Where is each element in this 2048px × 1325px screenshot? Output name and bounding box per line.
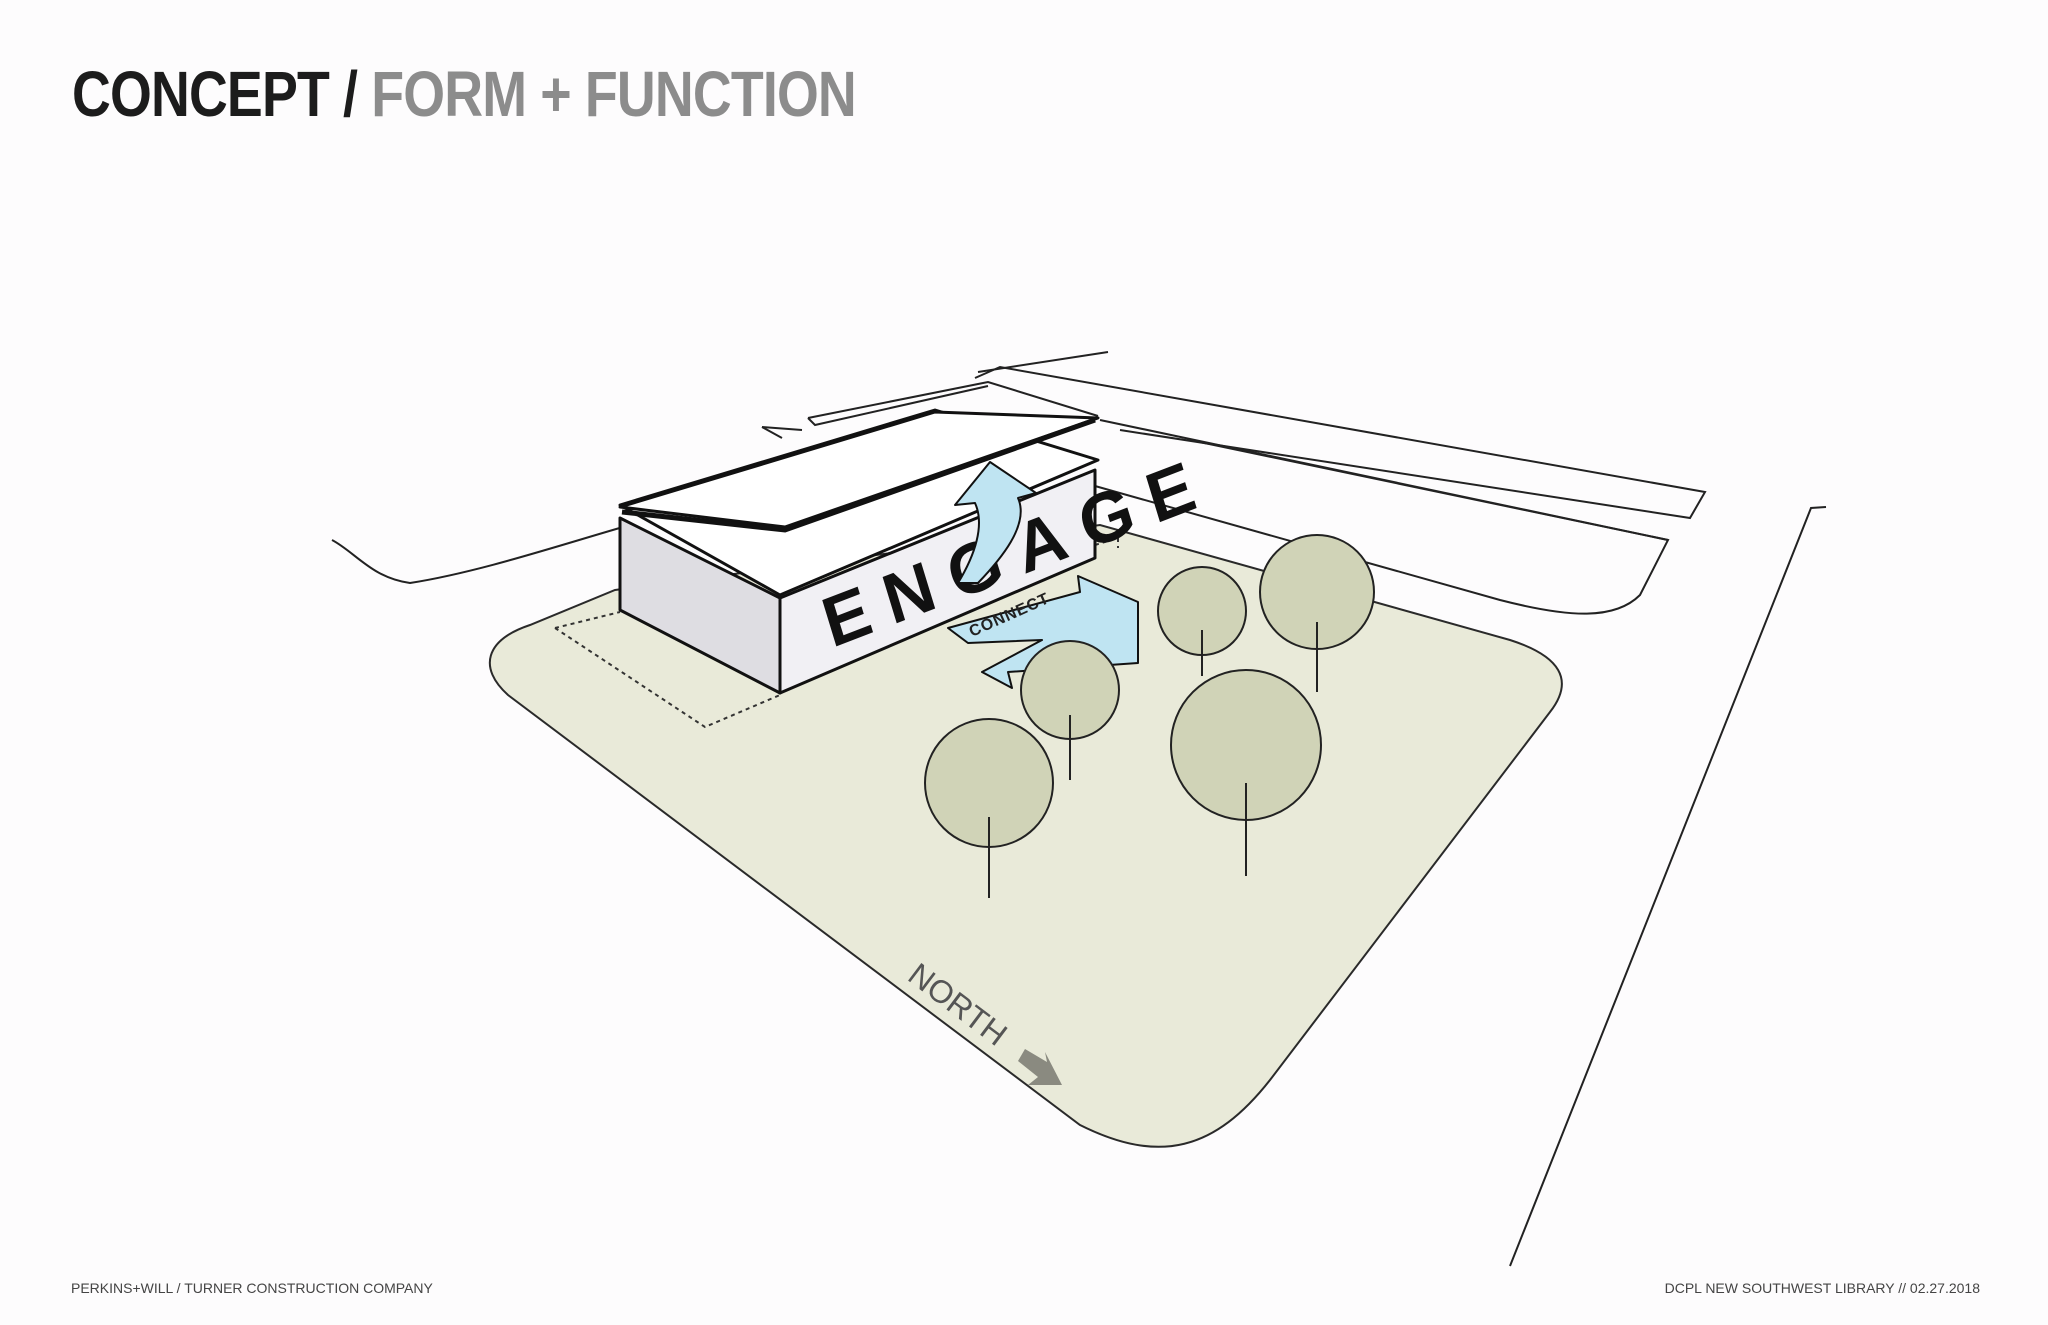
- tree: [1020, 640, 1120, 780]
- tree: [924, 718, 1054, 898]
- road-edge-east: [1509, 506, 1827, 1267]
- footer-project: DCPL NEW SOUTHWEST LIBRARY // 02.27.2018: [1664, 1280, 1980, 1296]
- tree: [1170, 669, 1322, 876]
- footer-credits: PERKINS+WILL / TURNER CONSTRUCTION COMPA…: [71, 1280, 433, 1296]
- plaza-footprint: [554, 627, 781, 729]
- road-curb-north: [761, 426, 1670, 615]
- plaza-footprint-top: [1094, 536, 1119, 548]
- north-arrow-icon: [1018, 1049, 1062, 1085]
- parking-strip: [807, 351, 1109, 427]
- plaza-footprint-left: [554, 611, 621, 629]
- title-sub: FORM + FUNCTION: [371, 58, 856, 130]
- parking-strip-long: [1099, 419, 1669, 541]
- road-curb-west: [331, 524, 631, 585]
- building-roof-tilted: [618, 410, 1100, 529]
- tree: [1259, 534, 1375, 692]
- title-main: CONCEPT: [72, 58, 330, 130]
- page-title: CONCEPT / FORM + FUNCTION: [72, 54, 857, 134]
- tree: [1157, 566, 1247, 676]
- engage-arrow: [954, 461, 1037, 584]
- roof-fold-shadow: [621, 417, 1096, 533]
- road-curb-north-lower: [761, 426, 803, 431]
- title-separator: /: [343, 58, 358, 130]
- parking-strip-outer: [974, 365, 1707, 520]
